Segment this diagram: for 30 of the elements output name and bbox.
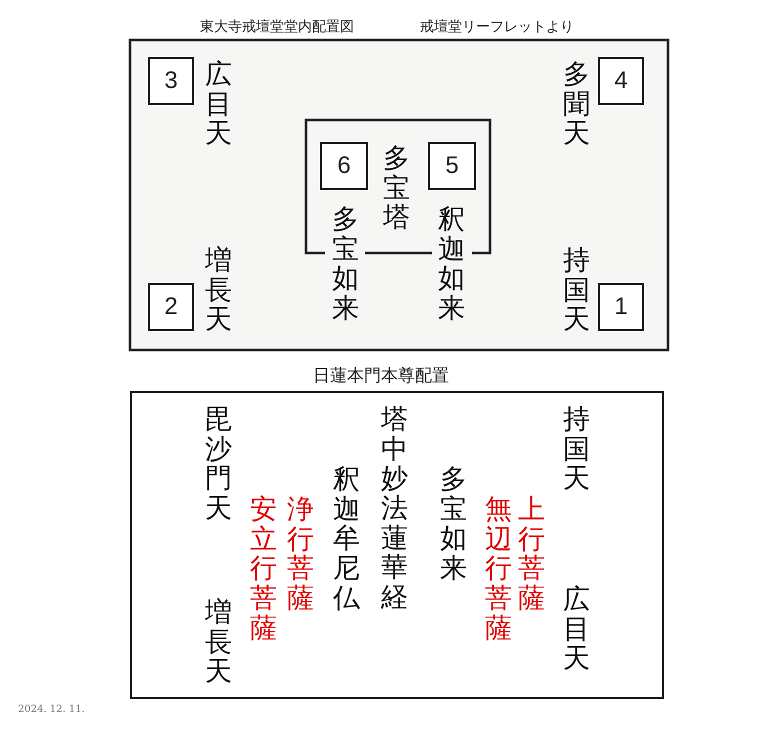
deity-name: 多宝如来: [440, 465, 467, 584]
arrangement-panel: [131, 392, 663, 698]
section-heading: 日蓮本門本尊配置: [313, 365, 449, 387]
diagram-heading: 戒壇堂リーフレットより: [420, 18, 574, 36]
deity-name: 無辺行菩薩: [485, 495, 512, 644]
deity-name: 広目天: [563, 585, 590, 674]
diagram-heading: 東大寺戒壇堂堂内配置図: [200, 18, 354, 36]
number-box: 5: [428, 142, 476, 190]
deity-name: 持国天: [563, 246, 590, 336]
date-text: 2024. 12. 11.: [18, 704, 85, 715]
hall-panel: [130, 40, 668, 350]
deity-name: 増長天: [205, 246, 232, 336]
number-box: 6: [320, 142, 368, 190]
deity-name: 塔中妙法蓮華経: [381, 405, 408, 613]
deity-name: 安立行菩薩: [250, 495, 277, 644]
deity-name: 増長天: [205, 598, 232, 688]
deity-name: 毘沙門天: [205, 405, 232, 524]
deity-name: 上行菩薩: [518, 495, 545, 614]
deity-name: 多宝如来: [332, 205, 359, 324]
deity-name: 浄行菩薩: [287, 495, 314, 614]
pagoda-label: 多宝塔: [383, 144, 410, 234]
number-box: 4: [598, 57, 644, 105]
number-box: 1: [598, 283, 644, 331]
number-box: 2: [148, 283, 194, 331]
number-box: 3: [148, 57, 194, 105]
deity-name: 釈迦牟尼仏: [333, 465, 360, 614]
deity-name: 広目天: [205, 60, 232, 150]
deity-name: 持国天: [563, 405, 590, 494]
deity-name: 釈迦如来: [438, 205, 465, 324]
deity-name: 多聞天: [563, 60, 590, 150]
